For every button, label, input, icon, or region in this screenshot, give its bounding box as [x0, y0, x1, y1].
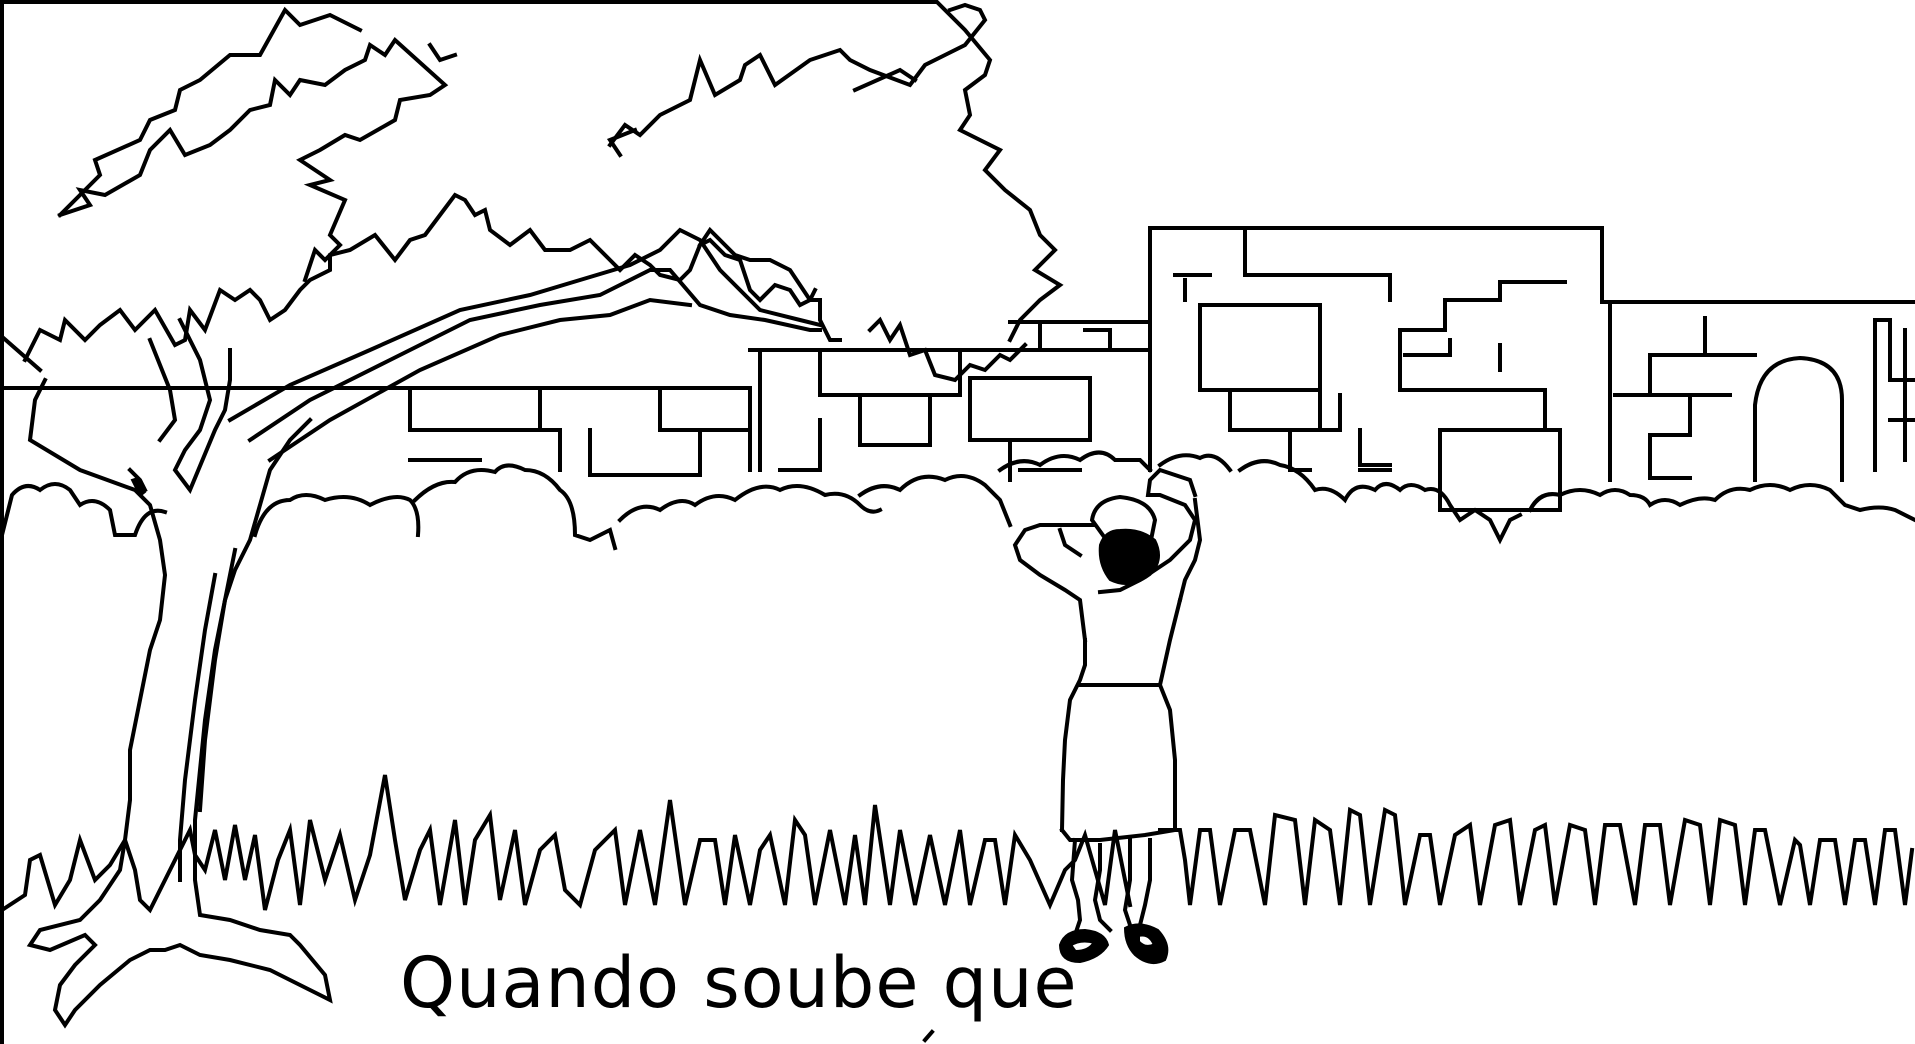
tree [22, 0, 1064, 1029]
caption-text: Quando soube que [400, 942, 1078, 1024]
cropped-text-fragment [922, 1029, 935, 1043]
stone-wall [308, 226, 1915, 512]
grass [0, 774, 1915, 914]
page-frame [0, 0, 937, 1044]
horizon-line [0, 332, 442, 390]
woman-figure [1012, 467, 1203, 965]
bushes [0, 450, 1915, 551]
